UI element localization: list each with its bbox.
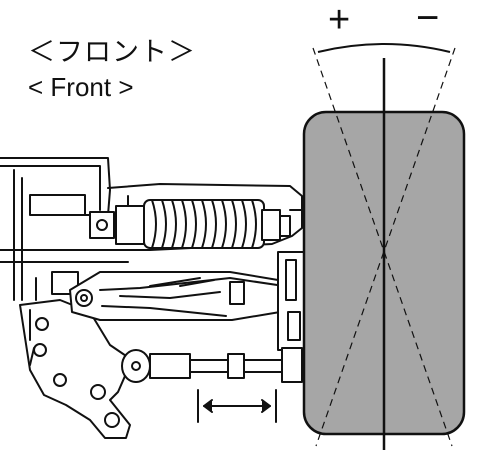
front-label-japanese: ＜フロント＞ — [28, 37, 196, 68]
negative-camber-sign: − — [416, 0, 440, 40]
camber-lines — [312, 43, 456, 450]
hub-carrier — [277, 251, 305, 351]
front-label-english: < Front > — [28, 72, 134, 102]
positive-camber-sign: + — [328, 0, 351, 41]
rod-length-adjust-arrow — [197, 389, 277, 423]
suspension-mount — [19, 299, 133, 439]
chassis-frame — [0, 157, 131, 301]
lower-suspension-arm — [69, 271, 293, 321]
steering-rod — [121, 347, 303, 383]
shock-absorber — [89, 199, 291, 249]
